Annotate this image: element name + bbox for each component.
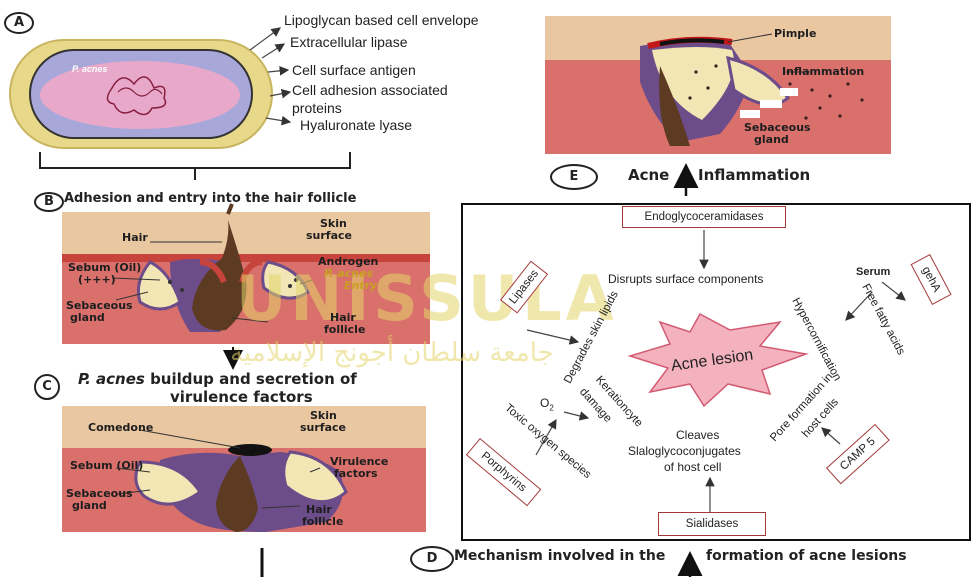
o2-text: O2 [540, 396, 554, 412]
factor-4: Cell adhesion associated [292, 82, 448, 98]
panel-b-letter: B [34, 192, 64, 212]
panel-e-letter: E [550, 164, 598, 190]
factor-4b: proteins [292, 100, 342, 116]
panel-a-bracket [40, 152, 350, 180]
c-sebum: Sebum (Oil) [70, 460, 143, 472]
panel-a-letter: A [4, 12, 34, 34]
b-follicle: follicle [324, 324, 365, 336]
panel-d-caption-left: Mechanism involved in the [454, 548, 665, 564]
b-surface: surface [306, 230, 352, 242]
factor-3: Cell surface antigen [292, 62, 416, 78]
panel-e-caption-left: Acne [628, 166, 669, 184]
panel-c-letter: C [34, 374, 60, 400]
panel-c-title-line2: virulence factors [170, 388, 313, 406]
b-entry: Entry [344, 280, 377, 292]
c-surface: surface [300, 422, 346, 434]
panel-c-title: P. acnes buildup and secretion of [78, 370, 357, 388]
follicle-illustration-e [545, 16, 891, 154]
host-cell-text: of host cell [664, 460, 721, 474]
o2-subscript: 2 [549, 403, 553, 412]
panel-c-title-italic: P. acnes [78, 370, 145, 388]
e-inflammation: Inflammation [782, 66, 864, 78]
panel-d-caption-right: formation of acne lesions [706, 548, 907, 564]
panel-c-title-rest: buildup and secretion of [145, 370, 357, 388]
e-pimple: Pimple [774, 28, 816, 40]
sialidases-box: Sialidases [658, 512, 766, 536]
sialoglycoconjugates-text: Slaloglycoconjugates [628, 444, 741, 458]
c-factors: factors [334, 468, 378, 480]
panel-d-letter: D [410, 546, 454, 572]
factor-2: Extracellular lipase [290, 34, 408, 50]
disrupts-text: Disrupts surface components [608, 272, 763, 286]
factor-5: Hyaluronate lyase [300, 117, 412, 133]
endoglycoceramidases-box: Endoglycoceramidases [622, 206, 786, 228]
b-hair: Hair [122, 232, 148, 244]
bacterium-label: P. acnes [72, 64, 107, 74]
c-gland: gland [72, 500, 107, 512]
follicle-illustration-b [62, 204, 430, 344]
b-gland: gland [70, 312, 105, 324]
b-sebum-plus: (+++) [78, 274, 116, 286]
panel-b-title: Adhesion and entry into the hair follicl… [64, 191, 356, 206]
bacterium-cell [10, 40, 272, 148]
cleaves-text: Cleaves [676, 428, 719, 442]
panel-e-caption-right: Inflammation [698, 166, 810, 184]
o2-symbol: O [540, 396, 549, 410]
factor-1: Lipoglycan based cell envelope [284, 12, 479, 28]
serum-text: Serum [856, 266, 890, 278]
e-gland: gland [754, 134, 789, 146]
c-follicle: follicle [302, 516, 343, 528]
c-comedone: Comedone [88, 422, 153, 434]
